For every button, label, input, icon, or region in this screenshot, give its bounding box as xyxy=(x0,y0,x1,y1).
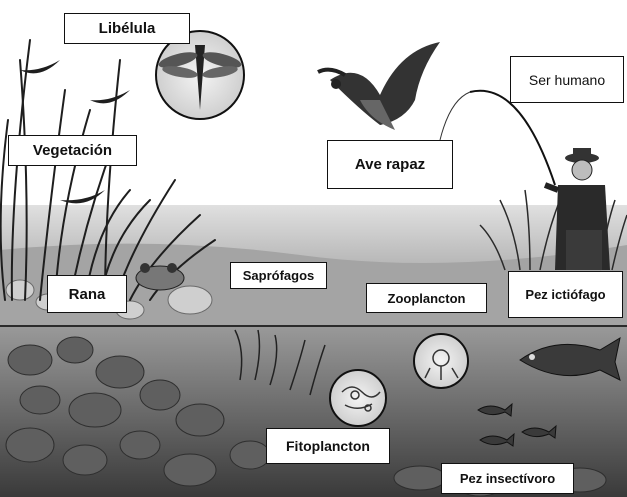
label-libelula: Libélula xyxy=(64,13,190,44)
label-saprofagos: Saprófagos xyxy=(230,262,327,289)
label-zooplancton: Zooplancton xyxy=(366,283,487,313)
label-vegetacion: Vegetación xyxy=(8,135,137,166)
label-ser-humano: Ser humano xyxy=(510,56,624,103)
label-fitoplancton: Fitoplancton xyxy=(266,428,390,464)
label-pez-insectivoro: Pez insectívoro xyxy=(441,463,574,494)
label-pez-ictiofago: Pez ictiófago xyxy=(508,271,623,318)
label-ave-rapaz: Ave rapaz xyxy=(327,140,453,189)
frog-icon xyxy=(136,263,184,290)
label-rana: Rana xyxy=(47,275,127,313)
